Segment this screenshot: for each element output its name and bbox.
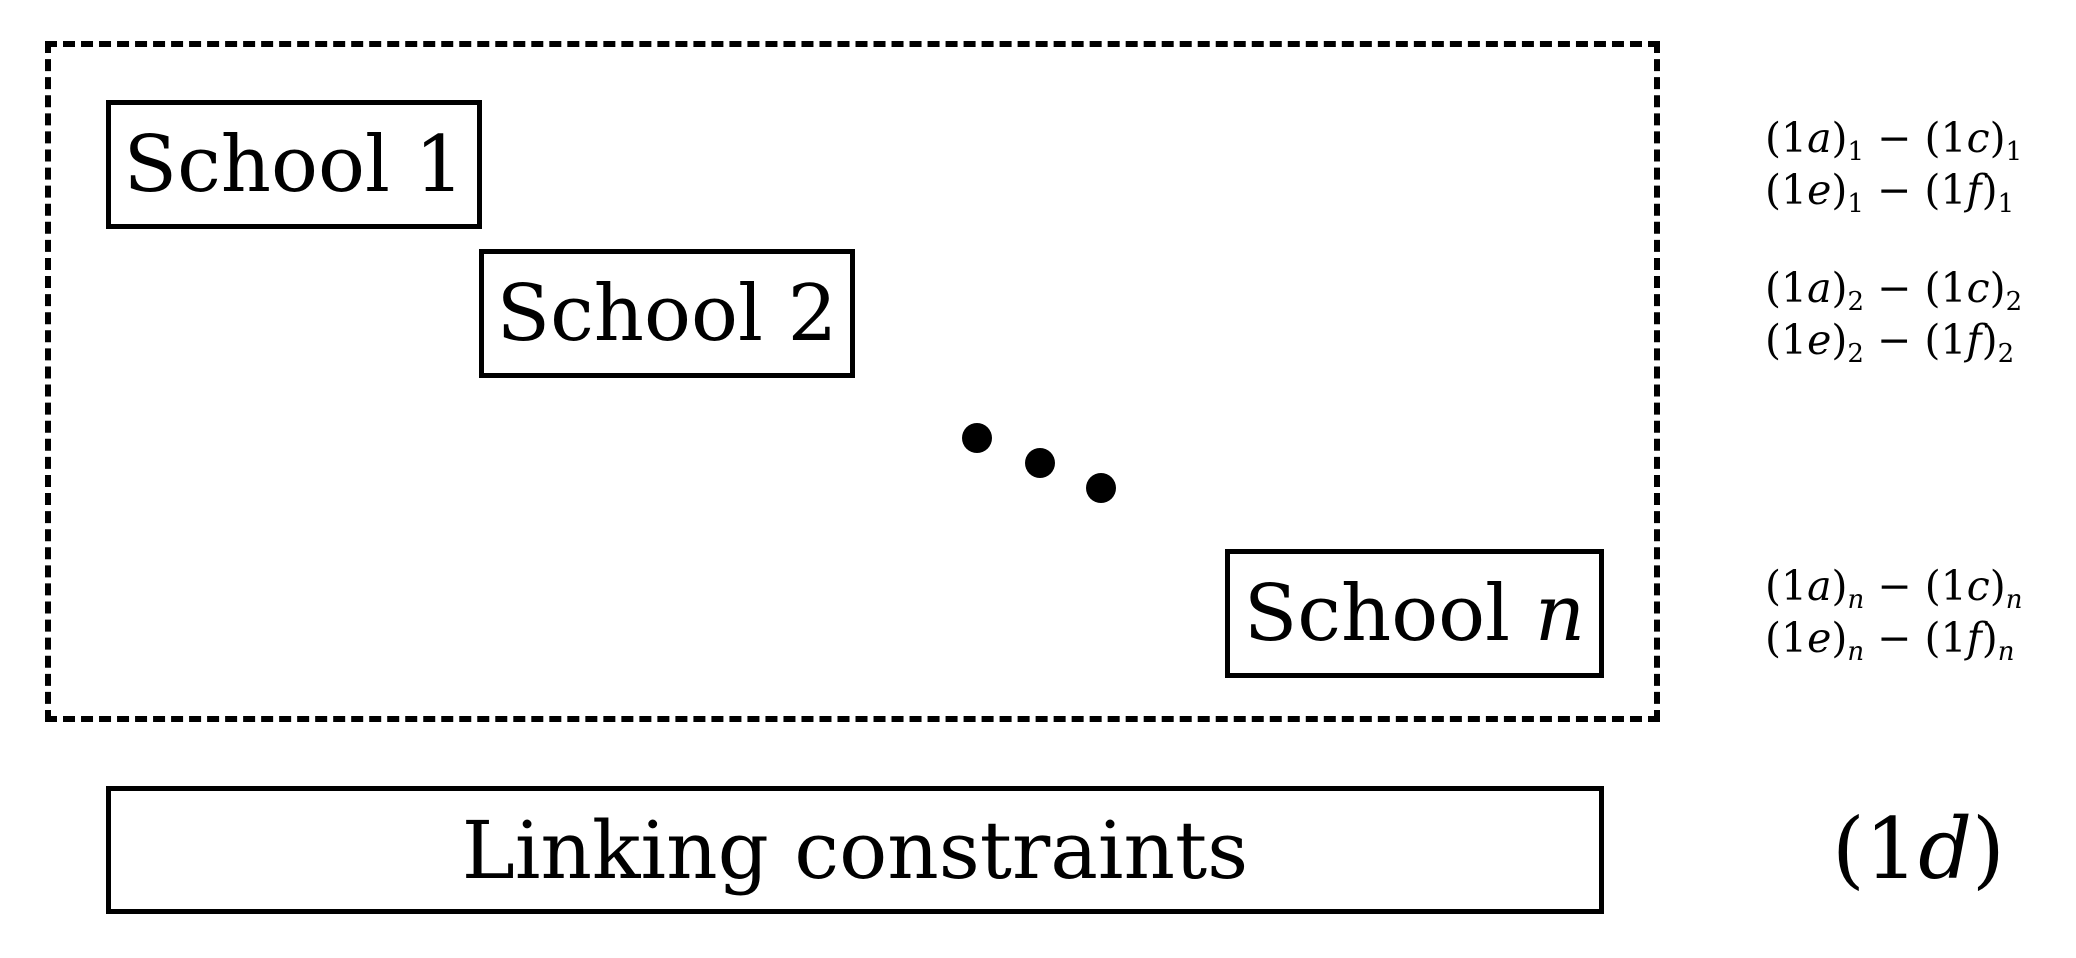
ellipsis-dot <box>962 423 992 453</box>
school-n-constraints-line-1: (1a)n − (1c)n <box>1765 562 2023 615</box>
linking-constraints-label: Linking constraints <box>461 803 1249 897</box>
school-1-label: School 1 <box>123 119 465 210</box>
school-2-constraints-line-1: (1a)2 − (1c)2 <box>1765 264 2023 317</box>
school-1-constraints: (1a)1 − (1c)1 (1e)1 − (1f)1 <box>1765 112 2065 219</box>
school-n-constraints-line-2: (1e)n − (1f)n <box>1765 614 2015 667</box>
ellipsis-dot <box>1086 473 1116 503</box>
school-2-box: School 2 <box>479 249 855 378</box>
school-1-box: School 1 <box>106 100 482 229</box>
school-1-constraints-line-2: (1e)1 − (1f)1 <box>1765 166 2015 219</box>
linking-constraints-box: Linking constraints <box>106 786 1604 914</box>
ellipsis-dot <box>1025 448 1055 478</box>
school-2-constraints-line-2: (1e)2 − (1f)2 <box>1765 316 2015 369</box>
school-n-box: School n <box>1225 549 1604 678</box>
school-subproblems-region <box>45 41 1660 722</box>
school-1-constraints-line-1: (1a)1 − (1c)1 <box>1765 114 2023 167</box>
school-n-constraints: (1a)n − (1c)n (1e)n − (1f)n <box>1765 560 2065 667</box>
school-2-label: School 2 <box>496 268 838 359</box>
school-2-constraints: (1a)2 − (1c)2 (1e)2 − (1f)2 <box>1765 262 2065 369</box>
school-n-label: School n <box>1243 568 1586 659</box>
linking-equation-ref: (1d) <box>1832 800 2005 898</box>
